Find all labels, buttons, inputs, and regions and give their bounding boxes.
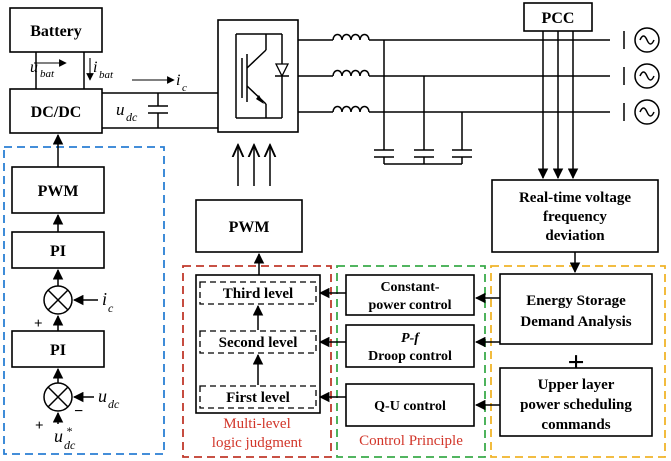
udc-ref-sup: * xyxy=(66,424,72,438)
upper-label-1: Upper layer xyxy=(538,377,615,393)
first-level-label: First level xyxy=(226,390,290,406)
realtime-label-1: Real-time voltage xyxy=(519,190,631,206)
blue-control-group xyxy=(3,146,165,455)
pf-droop-block xyxy=(345,324,475,368)
first-level-box xyxy=(199,385,317,409)
udc-input-main: u xyxy=(98,386,107,406)
upper-label-2: power scheduling xyxy=(520,397,632,413)
multi-level-label-2: logic judgment xyxy=(212,435,303,451)
i-c-main: i xyxy=(176,72,180,89)
i-bat-main: i xyxy=(93,59,97,76)
pi-top-label: PI xyxy=(50,243,66,260)
pwm-left-label: PWM xyxy=(38,183,79,200)
udc-ref-main: u xyxy=(54,426,63,446)
esda-label-1: Energy Storage xyxy=(526,293,626,309)
control-principle-label: Control Principle xyxy=(359,433,463,449)
realtime-label-3: deviation xyxy=(545,228,605,244)
i-bat-sub: bat xyxy=(99,69,114,81)
ic-input-sub: c xyxy=(108,301,114,315)
qu-label: Q-U control xyxy=(374,399,446,414)
pf-label-1: P-f xyxy=(401,331,420,346)
qu-control-block xyxy=(345,383,475,427)
filter-capacitors xyxy=(374,40,472,165)
constant-power-block xyxy=(345,274,475,316)
inductor-c xyxy=(332,105,370,113)
udc-input-sub: dc xyxy=(108,397,120,411)
u-bat-main: u xyxy=(30,59,38,76)
battery-label: Battery xyxy=(30,23,82,40)
pwm-mid-block xyxy=(195,199,303,253)
sum-junction-bottom xyxy=(43,382,73,412)
pcc-block xyxy=(523,2,593,32)
pi-bottom-label: PI xyxy=(50,342,66,359)
battery-block xyxy=(9,7,103,53)
u-bat-sub: bat xyxy=(40,68,55,80)
dcdc-block xyxy=(9,88,103,134)
minus-bottom: − xyxy=(74,403,83,420)
dcdc-label: DC/DC xyxy=(31,104,82,121)
constant-label-1: Constant- xyxy=(380,280,439,295)
plus-bottom: + xyxy=(35,418,44,434)
third-level-box xyxy=(199,281,317,305)
constant-label-2: power control xyxy=(368,298,451,313)
igbt-icon xyxy=(235,33,290,119)
plus-top: + xyxy=(34,316,43,332)
logic-block xyxy=(195,274,321,414)
pi-bottom-block xyxy=(11,330,105,368)
upper-layer-block xyxy=(499,367,653,437)
realtime-label-2: frequency xyxy=(543,209,607,225)
inductor-b xyxy=(332,69,370,77)
pf-label-2: Droop control xyxy=(368,349,452,364)
pcc-label: PCC xyxy=(542,10,575,27)
u-dc-main: u xyxy=(116,100,125,119)
esda-block xyxy=(499,273,653,345)
i-c-sub: c xyxy=(182,82,187,94)
ic-input-main: i xyxy=(102,289,107,309)
sum-junction-top xyxy=(43,285,73,315)
esda-label-2: Demand Analysis xyxy=(520,314,631,330)
udc-ref-sub: dc xyxy=(64,438,76,452)
pi-top-block xyxy=(11,231,105,269)
pwm-left-block xyxy=(11,166,105,214)
u-dc-sub: dc xyxy=(126,110,138,124)
grid-source-icons xyxy=(623,27,660,125)
pwm-mid-label: PWM xyxy=(229,219,270,236)
inductor-a xyxy=(332,33,370,41)
upper-label-3: commands xyxy=(541,417,610,433)
multi-level-label-1: Multi-level xyxy=(223,416,291,432)
third-level-label: Third level xyxy=(223,286,293,302)
second-level-label: Second level xyxy=(219,335,298,351)
second-level-box xyxy=(199,330,317,354)
